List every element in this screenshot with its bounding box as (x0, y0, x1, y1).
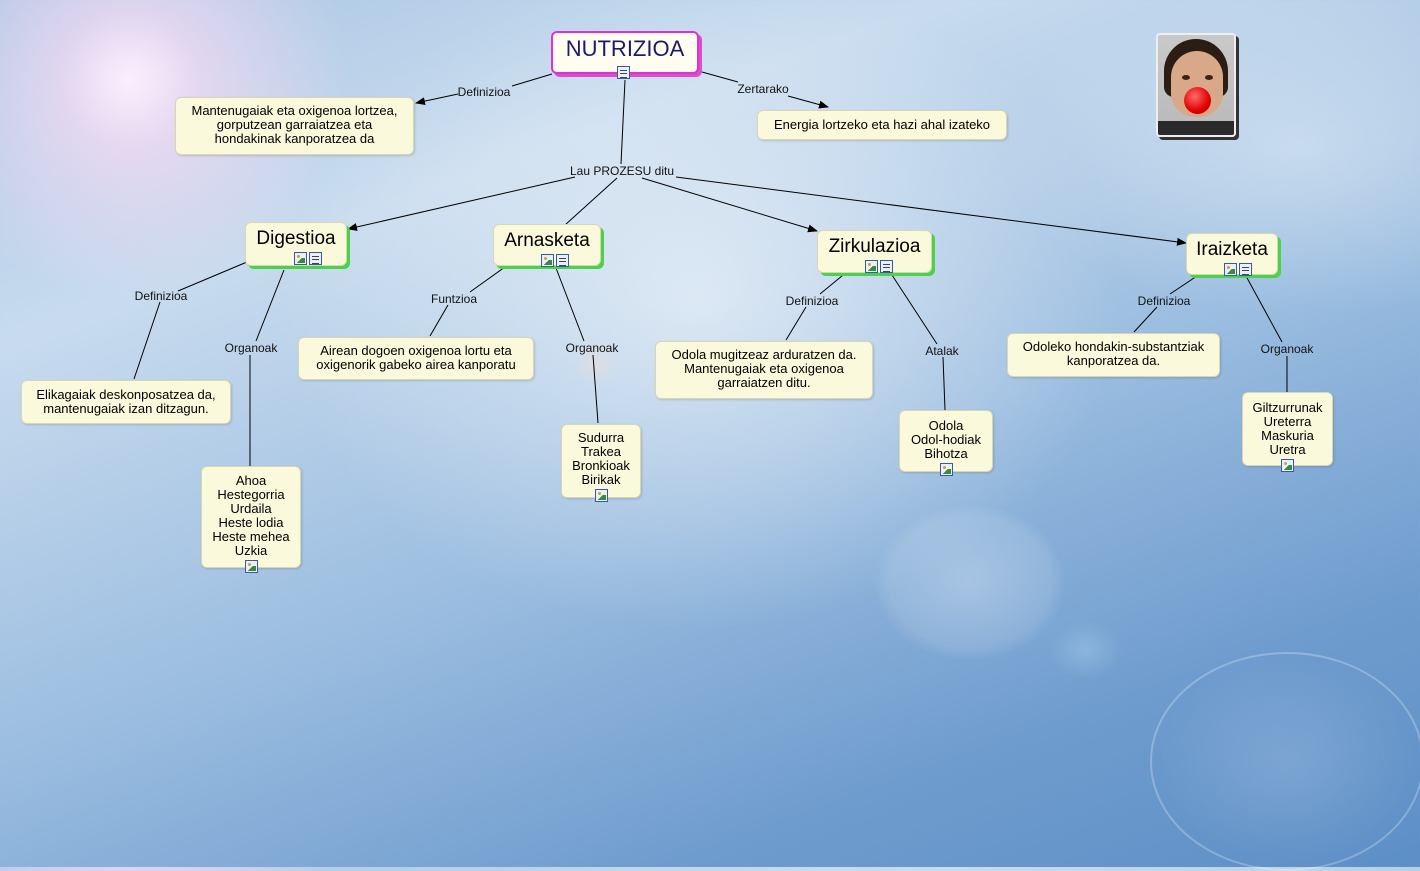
image-icon[interactable] (1281, 459, 1294, 472)
organ-item: Maskuria (1261, 428, 1314, 443)
organ-item: Sudurra (577, 430, 625, 445)
concept-zirkulazioa-label: Zirkulazioa (828, 236, 921, 257)
organ-item: Urdaila (230, 501, 272, 516)
link-label-arn-organoak: Organoak (565, 341, 619, 355)
image-icon[interactable] (864, 260, 878, 273)
clown-nose (1184, 87, 1211, 114)
document-icon[interactable] (1239, 263, 1252, 276)
organ-item: Hestegorria (217, 487, 285, 502)
part-item: Odola (928, 418, 964, 433)
concept-nutrizioa-label: NUTRIZIOA (565, 36, 685, 61)
concept-zertarako[interactable]: Energia lortzeko eta hazi ahal izateko (757, 110, 1007, 140)
link-label-zir-definizioa: Definizioa (785, 294, 839, 308)
concept-iraizketa[interactable]: Iraizketa (1186, 233, 1278, 277)
concept-definition-nutrizioa[interactable]: Mantenugaiak eta oxigenoa lortzea, gorpu… (175, 97, 414, 155)
document-icon[interactable] (617, 66, 630, 79)
organ-item: Ahoa (235, 473, 267, 488)
link-label-dig-definizioa: Definizioa (134, 289, 188, 303)
image-icon[interactable] (294, 252, 307, 265)
concept-nutrizioa[interactable]: NUTRIZIOA (551, 31, 699, 74)
organ-item: Trakea (581, 444, 621, 459)
link-label-dig-organoak: Organoak (224, 341, 278, 355)
link-label-definizioa: Definizioa (457, 85, 511, 99)
author-photo (1156, 33, 1236, 137)
parts-zirkulazioa-icons (904, 463, 988, 477)
organ-item: Heste lodia (218, 515, 284, 530)
concept-organs-digestioa[interactable]: Ahoa Hestegorria Urdaila Heste lodia Hes… (201, 466, 301, 573)
concept-nutrizioa-icons (617, 66, 630, 80)
concept-organs-iraizketa[interactable]: Giltzurrunak Ureterra Maskuria Uretra (1242, 392, 1333, 472)
organ-item: Uzkia (234, 543, 268, 558)
photo-shirt (1158, 121, 1234, 135)
organs-iraizketa-icons (1247, 459, 1328, 473)
concept-definition-iraizketa[interactable]: Odoleko hondakin-substantziak kanporatze… (1007, 333, 1220, 377)
image-icon[interactable] (1224, 263, 1237, 276)
organ-item: Birikak (581, 472, 621, 487)
organ-item: Uretra (1269, 442, 1306, 457)
concept-parts-zirkulazioa[interactable]: Odola Odol-hodiak Bihotza (899, 410, 993, 476)
document-icon[interactable] (556, 254, 569, 267)
part-item: Odol-hodiak (910, 432, 982, 447)
link-label-zir-atalak: Atalak (925, 344, 959, 358)
concept-zirkulazioa-icons (832, 260, 925, 274)
part-item: Bihotza (924, 446, 968, 461)
organ-item: Giltzurrunak (1252, 400, 1323, 415)
link-label-arn-funtzioa: Funtzioa (430, 292, 478, 306)
image-icon[interactable] (939, 463, 953, 476)
document-icon[interactable] (309, 252, 322, 265)
image-icon[interactable] (244, 560, 258, 573)
link-label-irai-organoak: Organoak (1260, 342, 1314, 356)
organ-item: Ureterra (1263, 414, 1312, 429)
concept-digestioa-icons (276, 252, 340, 266)
concept-digestioa[interactable]: Digestioa (245, 222, 347, 266)
concept-digestioa-label: Digestioa (256, 228, 336, 249)
concept-iraizketa-icons (1205, 263, 1271, 277)
concept-zirkulazioa[interactable]: Zirkulazioa (817, 230, 932, 273)
concept-arnasketa[interactable]: Arnasketa (493, 224, 601, 268)
organs-digestioa-icons (206, 560, 296, 574)
link-label-irai-definizioa: Definizioa (1137, 294, 1191, 308)
concept-organs-arnasketa[interactable]: Sudurra Trakea Bronkioak Birikak (561, 424, 641, 502)
photo-eye-right (1205, 75, 1213, 80)
document-icon[interactable] (879, 260, 893, 273)
image-icon[interactable] (541, 254, 554, 267)
concept-function-arnasketa[interactable]: Airean dogoen oxigenoa lortu eta oxigeno… (298, 337, 534, 380)
organs-arnasketa-icons (566, 489, 636, 503)
organ-item: Heste mehea (212, 529, 290, 544)
organ-item: Bronkioak (572, 458, 630, 473)
concept-iraizketa-label: Iraizketa (1196, 239, 1268, 260)
link-label-lau-prozesu: Lau PROZESU ditu (569, 164, 675, 178)
photo-eye-left (1182, 75, 1190, 80)
concept-definition-digestioa[interactable]: Elikagaiak deskonposatzea da, mantenugai… (21, 380, 231, 424)
concept-arnasketa-icons (516, 254, 594, 268)
image-icon[interactable] (594, 489, 608, 502)
concept-definition-zirkulazioa[interactable]: Odola mugitzeaz arduratzen da. Mantenuga… (655, 341, 873, 399)
link-label-zertarako: Zertarako (737, 82, 789, 96)
concept-arnasketa-label: Arnasketa (504, 230, 590, 251)
